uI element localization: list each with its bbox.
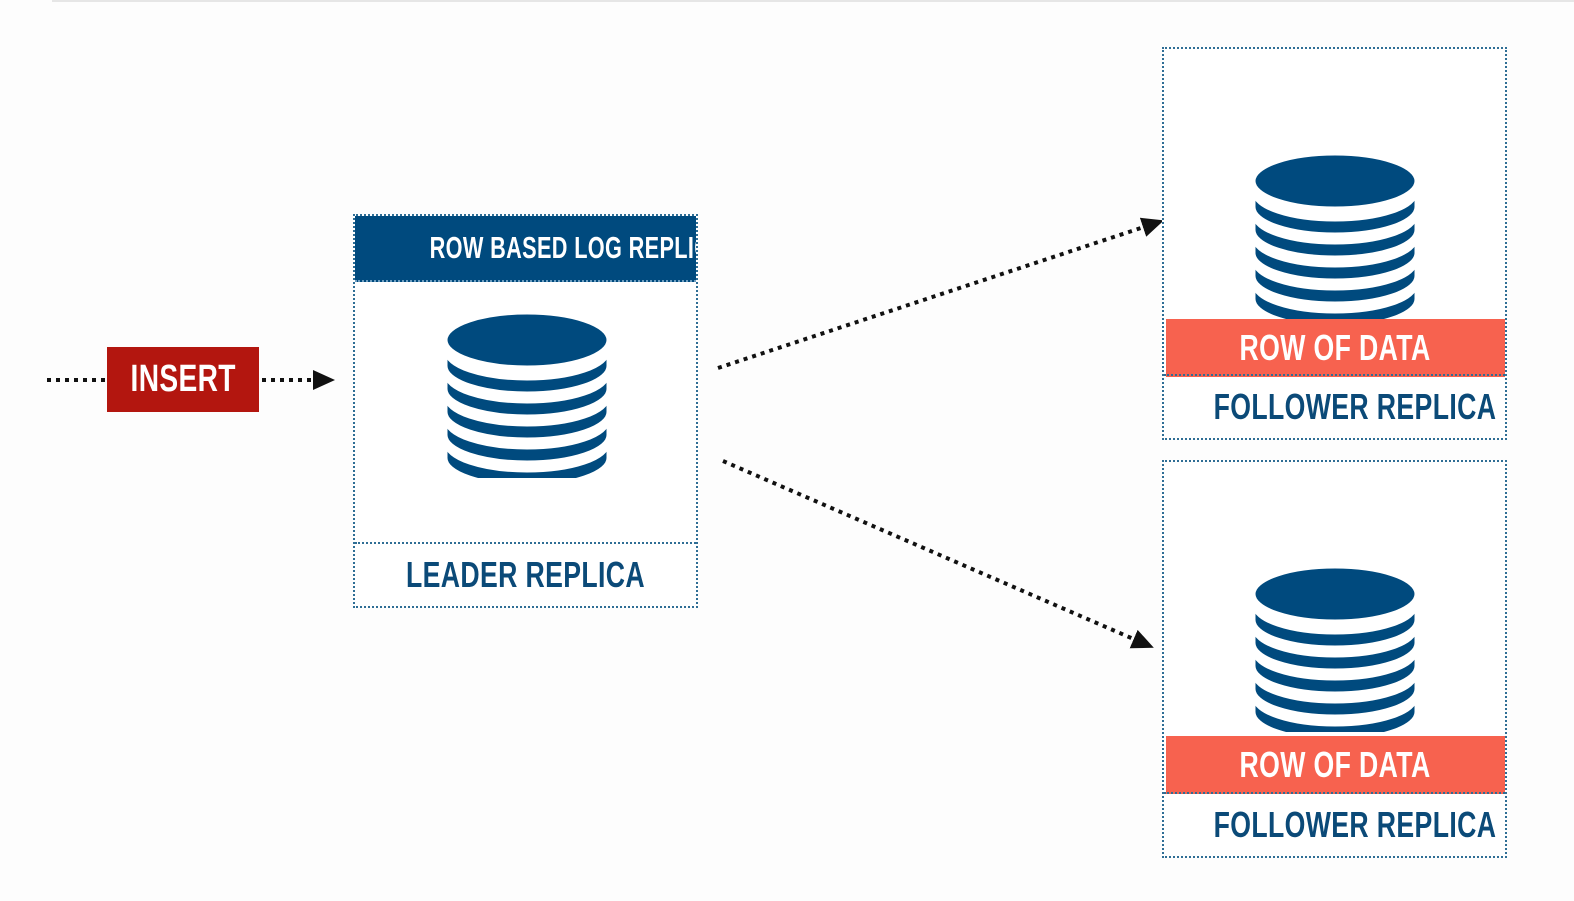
insert-block: INSERT xyxy=(107,347,259,412)
leader-replica-label: LEADER REPLICA xyxy=(405,554,646,595)
follower-footer: FOLLOWER REPLICA xyxy=(1164,792,1505,856)
follower-replica-label: FOLLOWER REPLICA xyxy=(1213,386,1497,427)
top-divider xyxy=(52,0,1574,2)
follower-replica-box-1: ROW OF DATA FOLLOWER REPLICA xyxy=(1162,47,1507,440)
follower-footer: FOLLOWER REPLICA xyxy=(1164,374,1505,438)
follower-replica-label: FOLLOWER REPLICA xyxy=(1213,804,1497,845)
row-of-data-label: ROW OF DATA xyxy=(1239,327,1432,368)
leader-replica-box: ROW BASED LOG REPLICATION LEADER REPLICA xyxy=(353,214,698,608)
insert-label: INSERT xyxy=(130,358,236,400)
row-of-data-label: ROW OF DATA xyxy=(1239,744,1432,785)
leader-to-follower-1-arrow-icon xyxy=(717,217,1164,370)
database-icon xyxy=(444,311,610,478)
leader-header-label: ROW BASED LOG REPLICATION xyxy=(429,230,696,265)
leader-header: ROW BASED LOG REPLICATION xyxy=(355,216,696,282)
row-of-data-band: ROW OF DATA xyxy=(1166,319,1505,377)
follower-replica-box-2: ROW OF DATA FOLLOWER REPLICA xyxy=(1162,460,1507,858)
leader-footer: LEADER REPLICA xyxy=(355,542,696,606)
row-of-data-band: ROW OF DATA xyxy=(1166,736,1505,794)
database-icon xyxy=(1252,152,1418,319)
leader-to-follower-2-arrow-icon xyxy=(722,459,1154,649)
database-icon xyxy=(1252,565,1418,732)
